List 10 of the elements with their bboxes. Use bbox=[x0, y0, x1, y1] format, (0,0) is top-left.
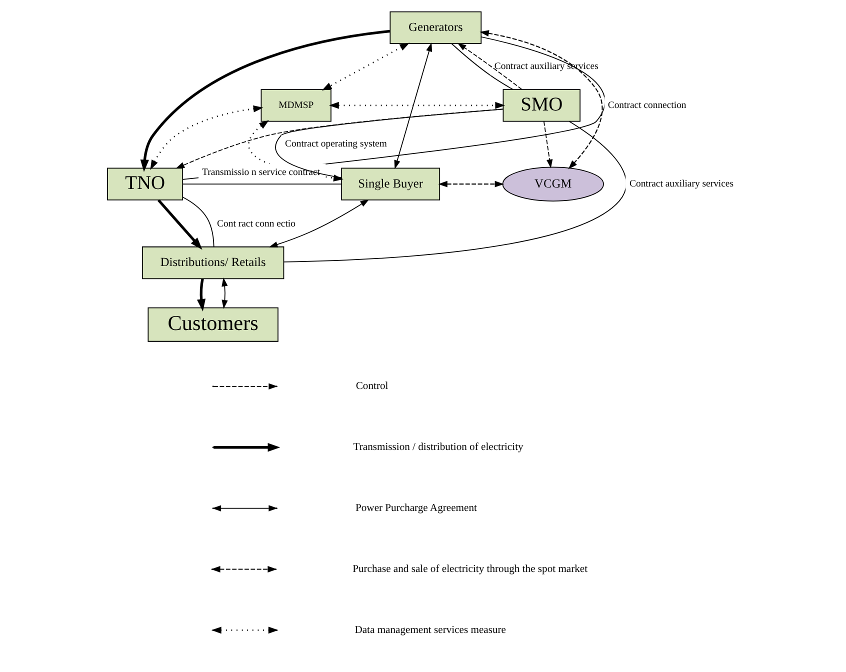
legend-label: Control bbox=[355, 381, 388, 392]
legend-label: Data management services measure bbox=[354, 624, 506, 636]
edge-label: Contract connection bbox=[607, 100, 686, 111]
edge-label: Contract operating system bbox=[284, 138, 386, 150]
legend-label: Purchase and sale of electricity through the spot market bbox=[352, 564, 588, 575]
edge-label: Cont ract conn ectio bbox=[216, 218, 295, 230]
edge-label: Contract auxiliary services bbox=[629, 178, 734, 190]
legend-label: Power Purcharge Agreement bbox=[355, 503, 476, 514]
legend-label: Transmission / distribution of electricity bbox=[352, 442, 523, 454]
edge-label: Transmissio n service contract bbox=[202, 167, 320, 178]
